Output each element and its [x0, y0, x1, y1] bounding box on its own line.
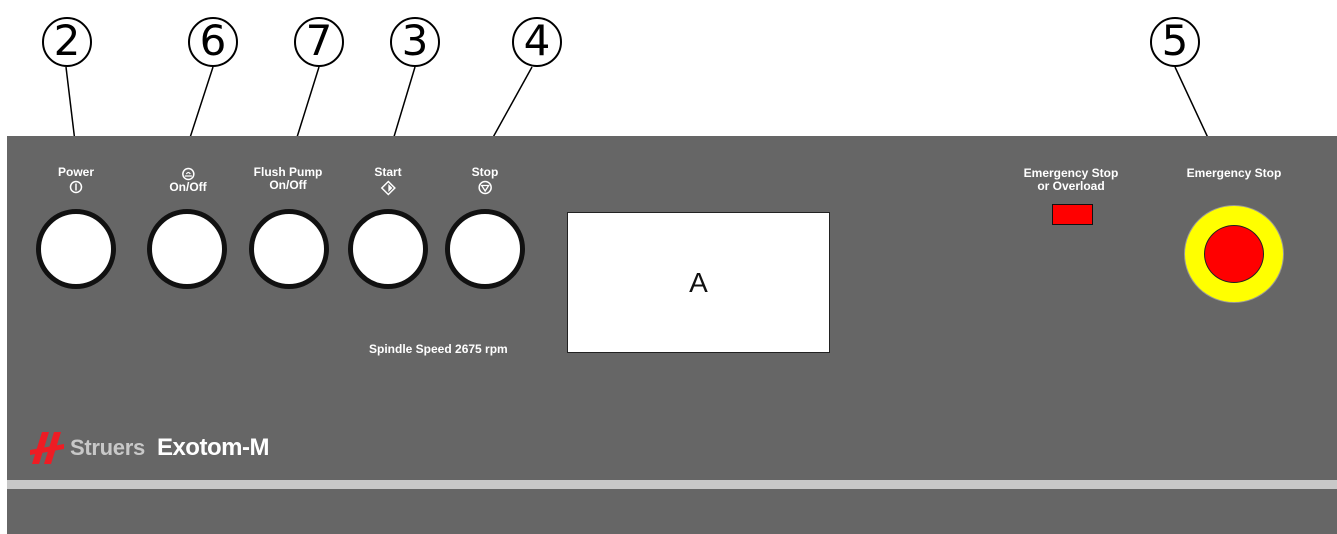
brand-area: Struers Exotom-M — [30, 428, 269, 468]
stop-label: Stop — [471, 165, 499, 195]
callout-2: 2 — [42, 17, 92, 67]
emergency-stop-button[interactable] — [1184, 205, 1284, 303]
stop-button[interactable] — [445, 209, 525, 289]
display-text: A — [689, 266, 708, 298]
callout-7: 7 — [294, 17, 344, 67]
stop-label-text: Stop — [471, 165, 499, 179]
callout-4: 4 — [512, 17, 562, 67]
start-label: Start — [374, 165, 402, 196]
power-label-text: Power — [57, 165, 95, 179]
display-window: A — [567, 212, 830, 353]
estop-label-text: Emergency Stop — [1186, 166, 1282, 180]
coolant-pump-label-text: On/Off — [169, 180, 207, 194]
coolant-pump-label: On/Off — [169, 166, 207, 194]
estop-indicator-label-line2: or Overload — [1037, 179, 1105, 193]
start-diamond-icon — [380, 180, 396, 196]
flush-pump-label-line1: Flush Pump — [253, 165, 323, 179]
power-label: Power — [58, 166, 94, 194]
power-button[interactable] — [36, 209, 116, 289]
callout-5: 5 — [1150, 17, 1200, 67]
emergency-stop-knob[interactable] — [1204, 225, 1264, 283]
coolant-pump-icon — [181, 167, 195, 181]
struers-logo-icon — [30, 432, 64, 464]
estop-indicator-label: Emergency Stop or Overload — [1024, 167, 1119, 193]
brand-model: Exotom-M — [156, 434, 270, 461]
stop-circle-icon — [478, 180, 492, 195]
panel-stripe — [7, 480, 1337, 489]
estop-overload-indicator — [1052, 204, 1093, 225]
callout-6: 6 — [188, 17, 238, 67]
coolant-pump-button[interactable] — [147, 209, 227, 289]
flush-pump-label: Flush Pump On/Off — [254, 166, 323, 192]
power-symbol-icon — [69, 180, 83, 194]
spindle-speed-label: Spindle Speed 2675 rpm — [369, 342, 508, 356]
start-label-text: Start — [374, 165, 402, 179]
brand-name: Struers — [70, 435, 145, 460]
callout-3: 3 — [390, 17, 440, 67]
start-button[interactable] — [348, 209, 428, 289]
flush-pump-button[interactable] — [249, 209, 329, 289]
flush-pump-label-line2: On/Off — [269, 178, 307, 192]
estop-indicator-label-line1: Emergency Stop — [1023, 166, 1119, 180]
estop-label: Emergency Stop — [1187, 167, 1282, 180]
